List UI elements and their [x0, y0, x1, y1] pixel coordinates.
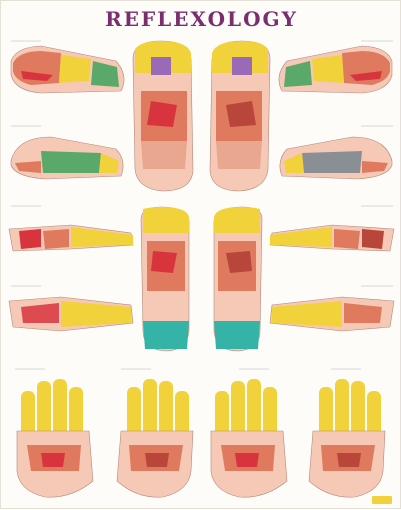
hand-side-view-right [270, 225, 394, 251]
palm-2 [117, 379, 193, 497]
hand-side-view-lower-left [9, 297, 133, 331]
hand-side-view-lower-right [270, 297, 394, 331]
publisher-logo [372, 496, 392, 504]
palm-1 [17, 379, 93, 497]
palm-4 [309, 379, 385, 497]
left-sole-middle [141, 207, 189, 351]
foot-side-view-mid-left [11, 137, 123, 179]
hand-side-view-left [9, 225, 133, 251]
palm-3 [211, 379, 287, 497]
foot-side-view-mid-right [280, 137, 392, 179]
foot-side-view-upper-right [279, 46, 392, 93]
foot-side-view-upper-left [11, 46, 124, 93]
left-sole-top [133, 41, 193, 191]
right-sole-top [210, 41, 270, 191]
right-sole-middle [214, 207, 262, 351]
